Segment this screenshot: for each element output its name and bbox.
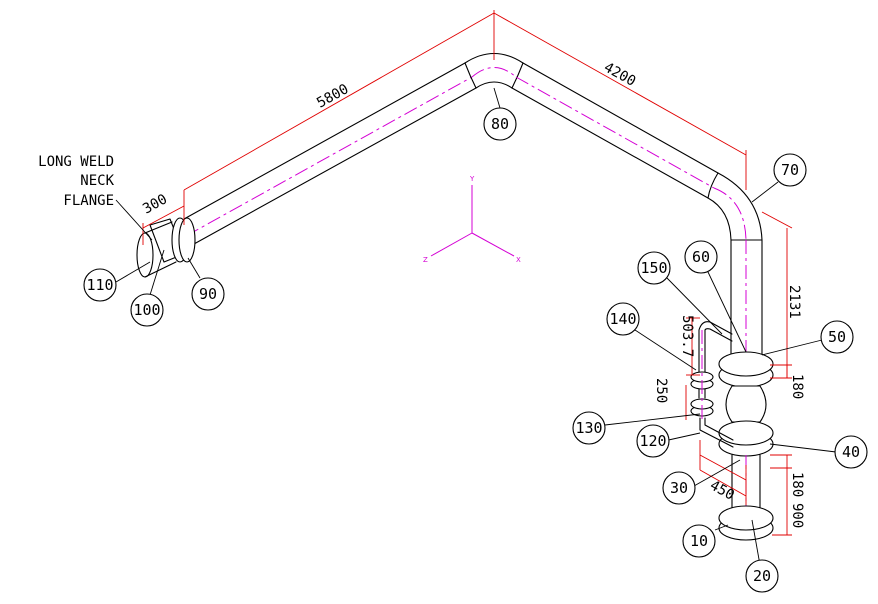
bubble-leaders [115,87,837,566]
dimension-lines [142,10,793,536]
dim-4200: 4200 [601,60,638,90]
bubble-90: 90 [191,277,225,311]
weld-neck-flange [136,217,196,278]
svg-text:30: 30 [670,479,688,497]
bubble-50: 50 [820,320,854,354]
bubble-100: 100 [130,293,164,327]
bubble-110: 110 [83,268,117,302]
pipe-right-leg [511,62,719,199]
dim-300: 300 [140,191,170,217]
bubble-80: 80 [483,107,517,141]
dim-180-lower: 180 [789,472,805,497]
flange-40 [718,420,774,457]
svg-text:60: 60 [692,248,710,266]
axis-x-label: X [516,256,521,264]
svg-text:80: 80 [491,115,509,133]
svg-text:20: 20 [753,567,771,585]
bubble-120: 120 [636,424,670,458]
axis-y-label: Y [469,175,475,183]
bubble-150: 150 [637,251,671,285]
bubble-130: 130 [572,411,606,445]
pipe-riser-upper [730,239,763,361]
axis-z-label: Z [423,256,428,264]
dim-900: 900 [789,503,805,528]
elbow-70 [707,172,763,241]
dim-2131: 2131 [786,285,802,319]
axis-triad: Y X Z [423,175,521,264]
note-line-1: LONG WELD [38,154,114,170]
dim-180-upper: 180 [789,374,805,399]
svg-text:130: 130 [575,419,602,437]
svg-text:100: 100 [133,301,160,319]
svg-text:150: 150 [640,259,667,277]
flange-10 [718,505,774,541]
svg-text:90: 90 [199,285,217,303]
svg-text:120: 120 [639,432,666,450]
bubble-60: 60 [684,240,718,274]
pipe-left-leg [183,62,477,245]
valve-body [725,385,767,423]
dim-250: 250 [653,378,669,403]
svg-text:70: 70 [781,161,799,179]
svg-text:110: 110 [86,276,113,294]
bubble-40: 40 [834,435,868,469]
bubble-30: 30 [662,471,696,505]
svg-text:50: 50 [828,328,846,346]
bubble-10: 10 [682,524,716,558]
dim-5800: 5800 [314,81,351,111]
flange-note: LONG WELD NECK FLANGE [38,154,153,241]
svg-text:140: 140 [609,310,636,328]
svg-text:40: 40 [842,443,860,461]
bubble-20: 20 [745,559,779,593]
bubble-70: 70 [773,153,807,187]
bubble-140: 140 [606,302,640,336]
svg-text:10: 10 [690,532,708,550]
note-line-3: FLANGE [63,193,114,209]
note-line-2: NECK [80,173,114,189]
dim-503-7: 503.7 [679,315,695,357]
bypass-line [690,321,734,448]
flange-50 [718,351,774,388]
